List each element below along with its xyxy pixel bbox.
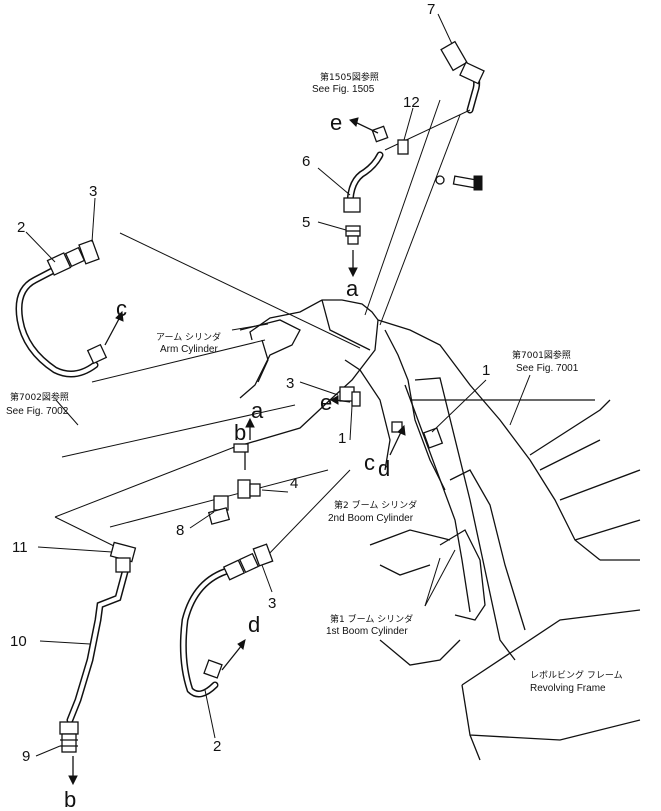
ref-1505-jp: 第1505図参照 bbox=[320, 71, 379, 83]
ref-7002-en: See Fig. 7002 bbox=[6, 406, 69, 417]
pipe-10 bbox=[66, 568, 129, 724]
callout-6: 6 bbox=[302, 153, 310, 170]
connection-letters: e a c e a b c d d b bbox=[64, 110, 390, 811]
letter-b-mid: b bbox=[234, 420, 246, 445]
arrows bbox=[68, 117, 406, 786]
clamp-see-fig-1505 bbox=[371, 125, 389, 143]
elbow-11 bbox=[109, 541, 137, 573]
callout-9: 9 bbox=[22, 748, 30, 765]
callout-8: 8 bbox=[176, 522, 184, 539]
figure-references: 第1505図参照 See Fig. 1505 第7001図参照 See Fig.… bbox=[6, 71, 579, 417]
letter-e-top: e bbox=[330, 110, 342, 135]
hose-2-upper-left bbox=[15, 246, 108, 378]
callout-7: 7 bbox=[427, 1, 435, 18]
ref-7001-en: See Fig. 7001 bbox=[516, 363, 579, 374]
hose-2-lower bbox=[179, 552, 260, 698]
fitting-3-lower bbox=[252, 543, 274, 567]
callout-1-right: 1 bbox=[482, 362, 490, 379]
callout-1-mid: 1 bbox=[338, 430, 346, 447]
callout-12: 12 bbox=[403, 94, 420, 111]
callout-numbers: 7 12 6 5 3 2 1 3 1 4 8 11 3 10 2 9 bbox=[10, 1, 490, 765]
boom1-label-jp: 第1 ブーム シリンダ bbox=[330, 613, 413, 625]
callout-2-low: 2 bbox=[213, 738, 221, 755]
callout-3-top: 3 bbox=[89, 183, 97, 200]
frame-label-en: Revolving Frame bbox=[530, 683, 606, 694]
callout-10: 10 bbox=[10, 633, 27, 650]
elbow-7 bbox=[440, 40, 485, 114]
callout-2-top: 2 bbox=[17, 219, 25, 236]
frame-label-jp: レボルビング フレーム bbox=[530, 669, 623, 681]
callout-3-low: 3 bbox=[268, 595, 276, 612]
boom1-label-en: 1st Boom Cylinder bbox=[326, 626, 408, 637]
letter-c-left: c bbox=[116, 296, 127, 321]
ref-1505-en: See Fig. 1505 bbox=[312, 84, 375, 95]
letter-a-mid: a bbox=[251, 398, 264, 423]
fitting-5 bbox=[345, 225, 361, 245]
letter-b-bottom: b bbox=[64, 787, 76, 811]
callout-3-mid: 3 bbox=[286, 375, 294, 392]
letter-e-mid: e bbox=[320, 390, 332, 415]
letter-c-mid: c bbox=[364, 450, 375, 475]
fitting-center bbox=[233, 386, 444, 470]
callout-11: 11 bbox=[12, 539, 28, 556]
ref-7002-jp: 第7002図参照 bbox=[10, 391, 69, 403]
letter-a-top: a bbox=[346, 276, 359, 301]
letter-d-mid: d bbox=[378, 456, 390, 481]
arm-cylinder-label-en: Arm Cylinder bbox=[160, 344, 218, 355]
boom-structure bbox=[54, 99, 641, 761]
fitting-3-upper bbox=[78, 239, 100, 265]
callout-5: 5 bbox=[302, 214, 310, 231]
hose-6-upper bbox=[343, 151, 384, 213]
boom2-label-en: 2nd Boom Cylinder bbox=[328, 513, 414, 524]
fitting-9 bbox=[59, 721, 79, 753]
clamp-12 bbox=[384, 109, 483, 191]
callout-4: 4 bbox=[290, 475, 298, 492]
arm-cylinder-label-jp: アーム シリンダ bbox=[156, 331, 221, 343]
fitting-4 bbox=[237, 479, 261, 499]
component-labels: アーム シリンダ Arm Cylinder 第2 ブーム シリンダ 2nd Bo… bbox=[156, 331, 623, 694]
letter-d-low: d bbox=[248, 612, 260, 637]
boom2-label-jp: 第2 ブーム シリンダ bbox=[334, 499, 417, 511]
ref-7001-jp: 第7001図参照 bbox=[512, 349, 571, 361]
leader-lines bbox=[25, 13, 531, 757]
